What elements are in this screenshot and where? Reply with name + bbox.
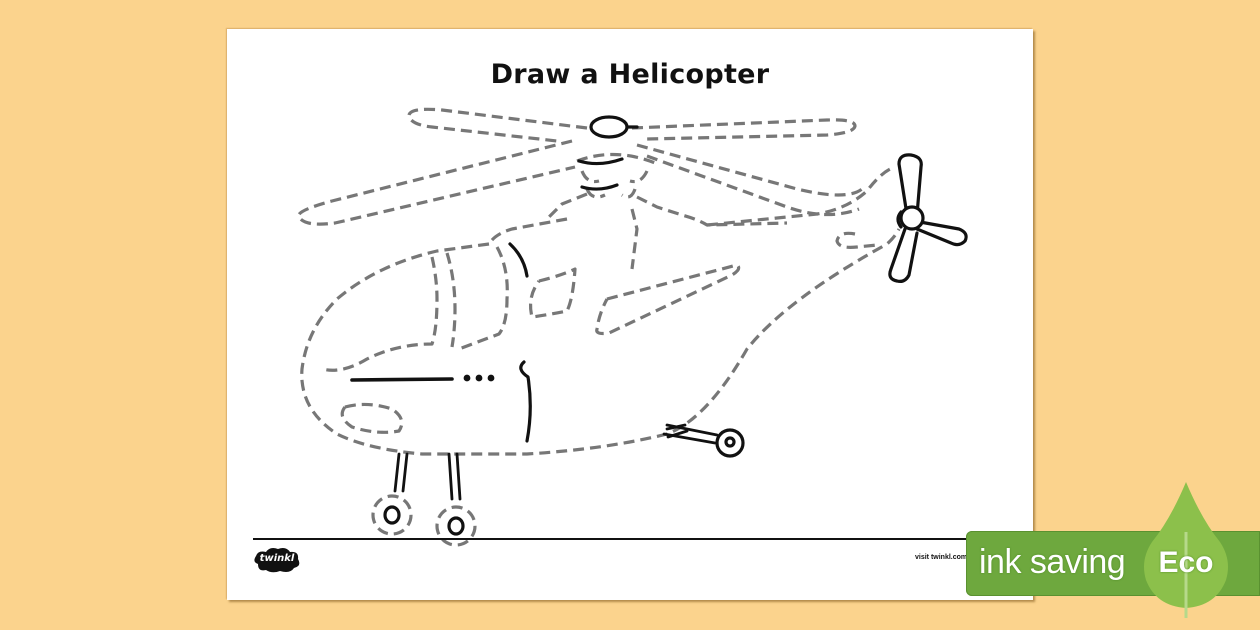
- leaf-icon: [1144, 482, 1228, 618]
- worksheet-title: Draw a Helicopter: [490, 59, 770, 90]
- helicopter-tracing-drawing: [297, 107, 968, 547]
- eco-label: Eco: [1158, 546, 1214, 579]
- logo-cloud-icon: [254, 548, 300, 573]
- footer-rule: [253, 538, 1007, 540]
- worksheet-page: Draw a Helicopter: [227, 29, 1033, 600]
- ink-saving-label: ink saving: [979, 543, 1126, 581]
- logo-text: twinkl: [259, 553, 295, 564]
- visit-website-text: visit twinkl.com: [915, 554, 968, 561]
- twinkl-logo: twinkl: [252, 546, 302, 574]
